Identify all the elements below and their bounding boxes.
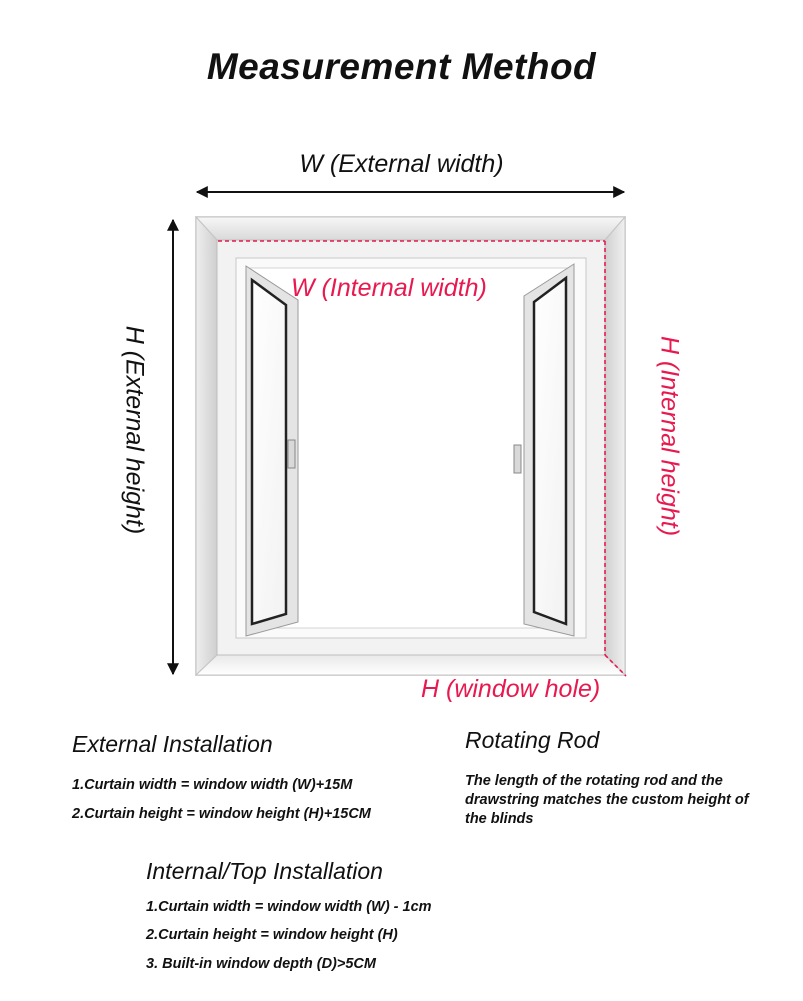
external-width-label: W (External width) bbox=[299, 150, 504, 178]
page-title: Measurement Method bbox=[206, 46, 597, 87]
internal-installation-heading: Internal/Top Installation bbox=[146, 858, 383, 884]
internal-installation-line-3: 3. Built-in window depth (D)>5CM bbox=[146, 956, 376, 972]
left-window-sash bbox=[245, 265, 299, 637]
internal-width-label: W (Internal width) bbox=[291, 274, 487, 302]
external-installation-heading: External Installation bbox=[72, 731, 273, 757]
internal-height-label: H (Internal height) bbox=[655, 335, 684, 537]
external-height-label: H (External height) bbox=[120, 325, 149, 535]
internal-installation-line-1: 1.Curtain width = window width (W) - 1cm bbox=[146, 899, 432, 915]
right-window-sash bbox=[513, 263, 575, 637]
external-installation-line-2: 2.Curtain height = window height (H)+15C… bbox=[72, 806, 371, 822]
window-hole-label: H (window hole) bbox=[421, 675, 601, 703]
internal-installation-line-2: 2.Curtain height = window height (H) bbox=[146, 927, 398, 943]
rotating-rod-text: The length of the rotating rod and the d… bbox=[465, 773, 749, 827]
rotating-rod-heading: Rotating Rod bbox=[465, 727, 600, 753]
internal-measure-lines bbox=[218, 240, 627, 677]
external-installation-line-1: 1.Curtain width = window width (W)+15M bbox=[72, 777, 353, 793]
